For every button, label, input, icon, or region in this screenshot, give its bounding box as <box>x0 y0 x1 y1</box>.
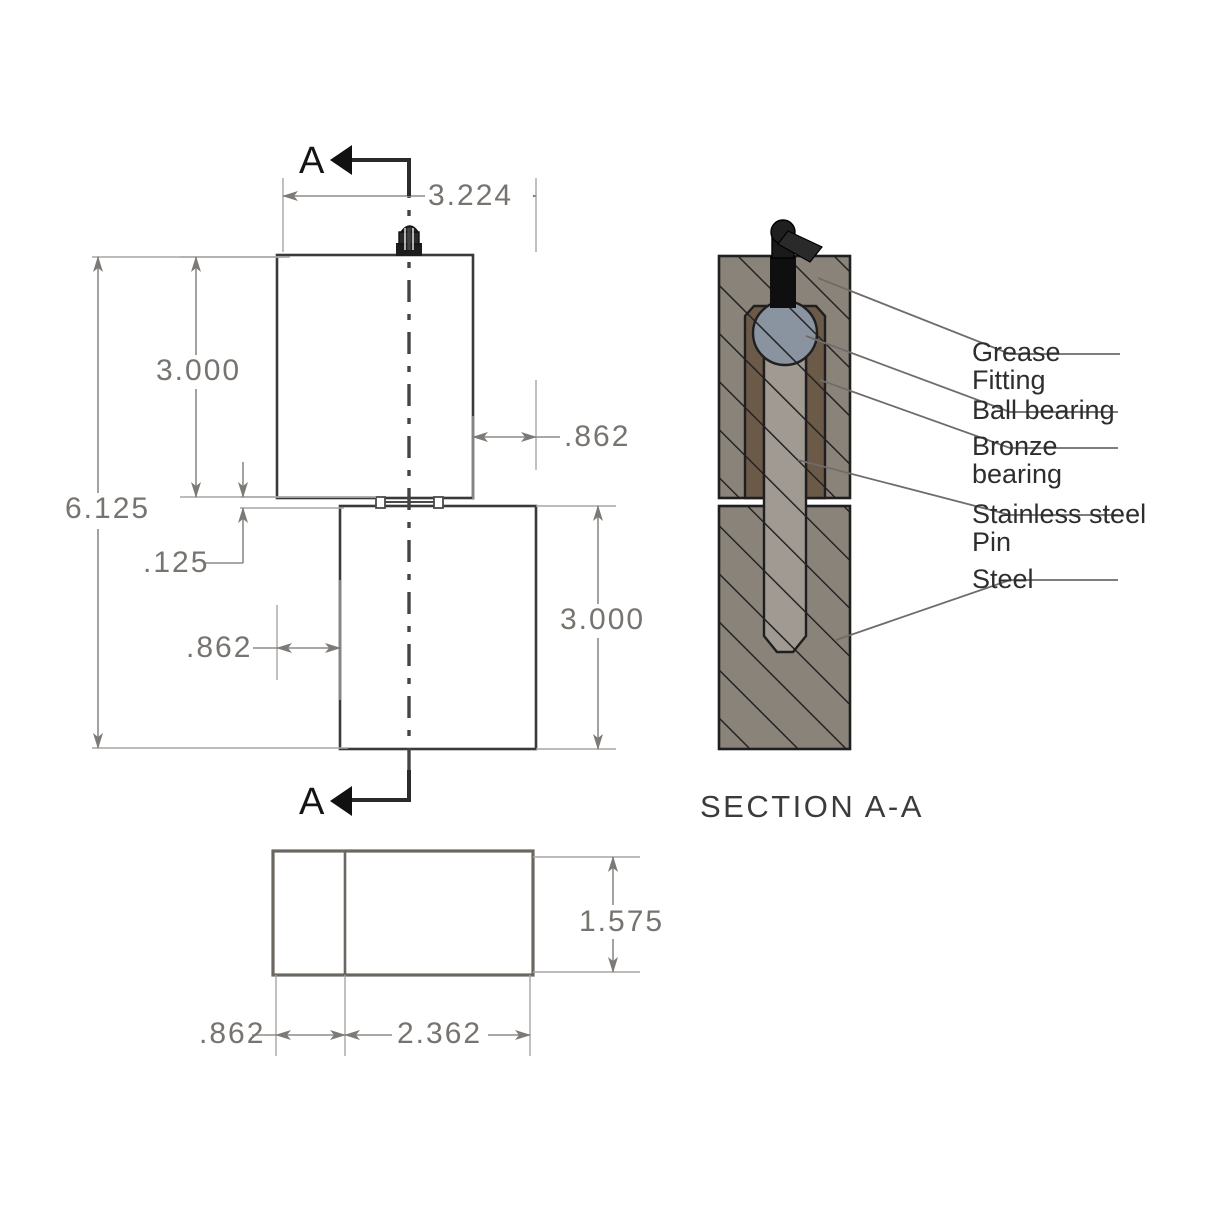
dim-knuckle-gap: .125 <box>143 546 210 579</box>
section-ball-bearing <box>751 299 819 367</box>
dim-lower-leaf-height: 3.000 <box>560 603 646 636</box>
section-grease-nipple-arm <box>777 230 823 263</box>
annotation-ball-bearing-line1: Ball bearing <box>972 395 1115 425</box>
front-view-knuckle-right <box>433 496 444 509</box>
dim-upper-leaf-height: 3.000 <box>156 354 242 387</box>
dim-lower-offset: .862 <box>186 631 253 664</box>
dim-overall-height: 6.125 <box>65 492 151 525</box>
annotation-stainless-steel-pin-line2: Pin <box>972 527 1012 558</box>
plan-view-dimensions <box>252 856 663 1056</box>
section-callout-letter-bottom: A <box>299 781 325 823</box>
annotation-bronze-bearing-line1: Bronze <box>972 431 1058 461</box>
annotation-grease-fitting-line2: Fitting <box>972 365 1046 396</box>
annotation-grease-fitting: Grease Fitting <box>972 338 1061 394</box>
plan-view <box>271 849 535 977</box>
section-view <box>717 219 852 751</box>
annotation-ball-bearing: Ball bearing <box>972 396 1115 424</box>
annotation-stainless-steel-pin: Stainless steel Pin <box>972 500 1146 556</box>
section-annotation-leaders <box>797 277 1120 641</box>
annotation-bronze-bearing: Bronze bearing <box>972 432 1062 488</box>
annotation-bronze-bearing-line2: bearing <box>972 459 1063 490</box>
annotation-steel-line1: Steel <box>972 564 1034 594</box>
section-title: SECTION A-A <box>700 789 924 824</box>
section-callout-arrows <box>330 145 411 816</box>
front-view-lower-leaf <box>338 504 538 751</box>
dim-plan-depth: 1.575 <box>579 905 665 938</box>
section-stainless-pin <box>762 320 808 654</box>
annotation-grease-fitting-line1: Grease <box>972 337 1061 367</box>
annotation-steel: Steel <box>972 565 1034 593</box>
plan-view-outer-rect <box>271 849 535 977</box>
dim-plan-leaf-a: .862 <box>199 1017 266 1050</box>
front-view-upper-leaf <box>275 253 475 500</box>
section-grease-channel <box>770 256 796 308</box>
front-view <box>275 176 538 800</box>
section-callout-letter-top: A <box>299 140 325 182</box>
dim-upper-offset: .862 <box>564 420 631 453</box>
annotation-stainless-steel-pin-line1: Stainless steel <box>972 499 1147 529</box>
front-view-knuckle-left <box>375 496 386 509</box>
dim-overall-width: 3.224 <box>428 179 514 212</box>
dim-plan-leaf-b: 2.362 <box>397 1017 483 1050</box>
